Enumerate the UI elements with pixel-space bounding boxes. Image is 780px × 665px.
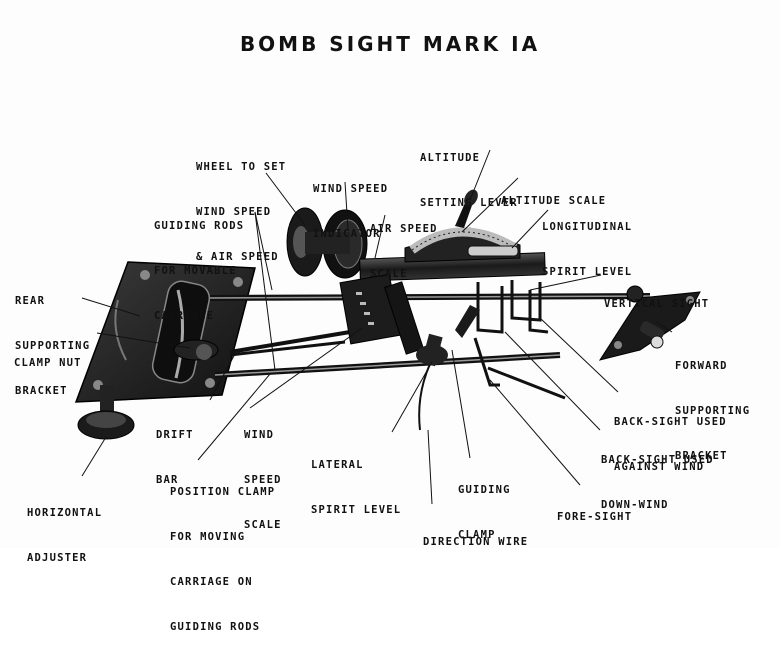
label-line: BRACKET	[15, 385, 68, 397]
altitude-scale-shape	[409, 227, 518, 254]
label-line: SCALE	[244, 519, 282, 531]
label-wind-indicator: WIND SPEED INDICATOR	[313, 152, 388, 272]
longitudinal-level-shape	[467, 245, 519, 257]
label-line: GUIDING RODS	[170, 621, 261, 633]
label-horizontal-adjuster: HORIZONTAL ADJUSTER	[27, 476, 102, 596]
label-line: AGAINST WIND	[614, 461, 705, 473]
label-line: SUPPORTING	[15, 340, 91, 352]
label-clamp-nut: CLAMP NUT	[14, 326, 82, 401]
label-line: BAR	[156, 474, 179, 486]
label-guiding-clamp: GUIDING CLAMP	[458, 453, 511, 573]
label-drift-bar: DRIFT BAR	[156, 398, 194, 518]
label-line: INDICATOR	[313, 228, 381, 240]
label-line: FORE-SIGHT	[557, 511, 633, 523]
diagram-canvas: BOMB SIGHT MARK IA WHEEL TO SET WIND SPE…	[14, 32, 750, 633]
label-line: LONGITUDINAL	[542, 221, 633, 233]
page-title: BOMB SIGHT MARK IA	[239, 32, 541, 56]
label-line: WHEEL TO SET	[196, 161, 287, 173]
label-line: POSITION CLAMP	[170, 486, 276, 498]
label-line: VERTICAL SIGHT	[604, 298, 710, 310]
label-rear-bracket: REAR SUPPORTING BRACKET	[15, 264, 90, 429]
label-line: SETTING LEVER	[420, 197, 518, 209]
label-line: LATERAL	[311, 459, 364, 471]
label-altitude-scale: ALTITUDE SCALE	[501, 164, 606, 239]
label-line: SPIRIT LEVEL	[311, 504, 402, 516]
direction-wire-shape	[418, 305, 480, 431]
label-line: BACK-SIGHT USED	[601, 454, 714, 466]
forward-bracket-shape	[598, 285, 701, 361]
label-back-sight-down-wind: BACK-SIGHT USED DOWN-WIND	[601, 423, 714, 543]
label-line: REAR	[15, 295, 46, 307]
label-line: GUIDING RODS	[154, 220, 245, 232]
label-line: CARRIAGE ON	[170, 576, 253, 588]
horizontal-adjuster-shape	[77, 385, 135, 440]
label-line: SUPPORTING	[675, 405, 751, 417]
label-wheel: WHEEL TO SET WIND SPEED & AIR SPEED	[196, 130, 286, 295]
label-lateral-level: LATERAL SPIRIT LEVEL	[311, 428, 401, 548]
label-longitudinal-level: LONGITUDINAL SPIRIT LEVEL	[542, 190, 632, 310]
label-line: ADJUSTER	[27, 552, 88, 564]
label-line: BACK-SIGHT USED	[614, 416, 727, 428]
carriage-body-shape	[339, 227, 546, 365]
label-line: BRACKET	[675, 450, 728, 462]
label-line: ALTITUDE SCALE	[501, 195, 607, 207]
label-line: FORWARD	[675, 360, 728, 372]
label-back-sight-against-wind: BACK-SIGHT USED AGAINST WIND	[614, 385, 727, 505]
label-position-clamp: POSITION CLAMP FOR MOVING CARRIAGE ON GU…	[170, 455, 275, 665]
label-line: WIND SPEED	[313, 183, 389, 195]
label-line: HORIZONTAL	[27, 507, 103, 519]
label-line: SPEED	[244, 474, 282, 486]
label-line: AIR SPEED	[370, 223, 438, 235]
leader-lines	[81, 149, 673, 505]
label-line: GUIDING	[458, 484, 511, 496]
drift-bar-shape	[229, 340, 346, 357]
label-line: WIND	[244, 429, 275, 441]
label-altitude-lever: ALTITUDE SETTING LEVER	[420, 121, 518, 241]
speed-wheel-shape	[286, 207, 368, 279]
label-line: FOR MOVING	[170, 531, 246, 543]
label-line: SCALE	[370, 268, 408, 280]
label-line: ALTITUDE	[420, 152, 481, 164]
label-line: CLAMP	[458, 529, 496, 541]
label-wind-speed-scale: WIND SPEED SCALE	[244, 398, 282, 563]
label-line: DRIFT	[156, 429, 194, 441]
label-line: & AIR SPEED	[196, 251, 279, 263]
bomb-sight-illustration	[74, 149, 701, 505]
label-forward-bracket: FORWARD SUPPORTING BRACKET	[675, 329, 750, 494]
label-line: FOR MOVABLE	[154, 265, 237, 277]
clamp-nut-shape	[173, 339, 219, 361]
label-vertical-sight: VERTICAL SIGHT	[604, 267, 709, 342]
guiding-rods-shape	[209, 293, 651, 378]
label-air-speed-scale: AIR SPEED SCALE	[370, 192, 438, 312]
label-fore-sight: FORE-SIGHT	[557, 480, 632, 555]
label-line: CARRIAGE	[154, 310, 215, 322]
label-guiding-rods: GUIDING RODS FOR MOVABLE CARRIAGE	[154, 189, 244, 354]
label-line: SPIRIT LEVEL	[542, 266, 633, 278]
label-direction-wire: DIRECTION WIRE	[423, 505, 528, 580]
sights-shape	[473, 280, 566, 400]
label-line: DOWN-WIND	[601, 499, 669, 511]
label-line: DIRECTION WIRE	[423, 536, 529, 548]
label-line: CLAMP NUT	[14, 357, 82, 369]
label-line: WIND SPEED	[196, 206, 272, 218]
